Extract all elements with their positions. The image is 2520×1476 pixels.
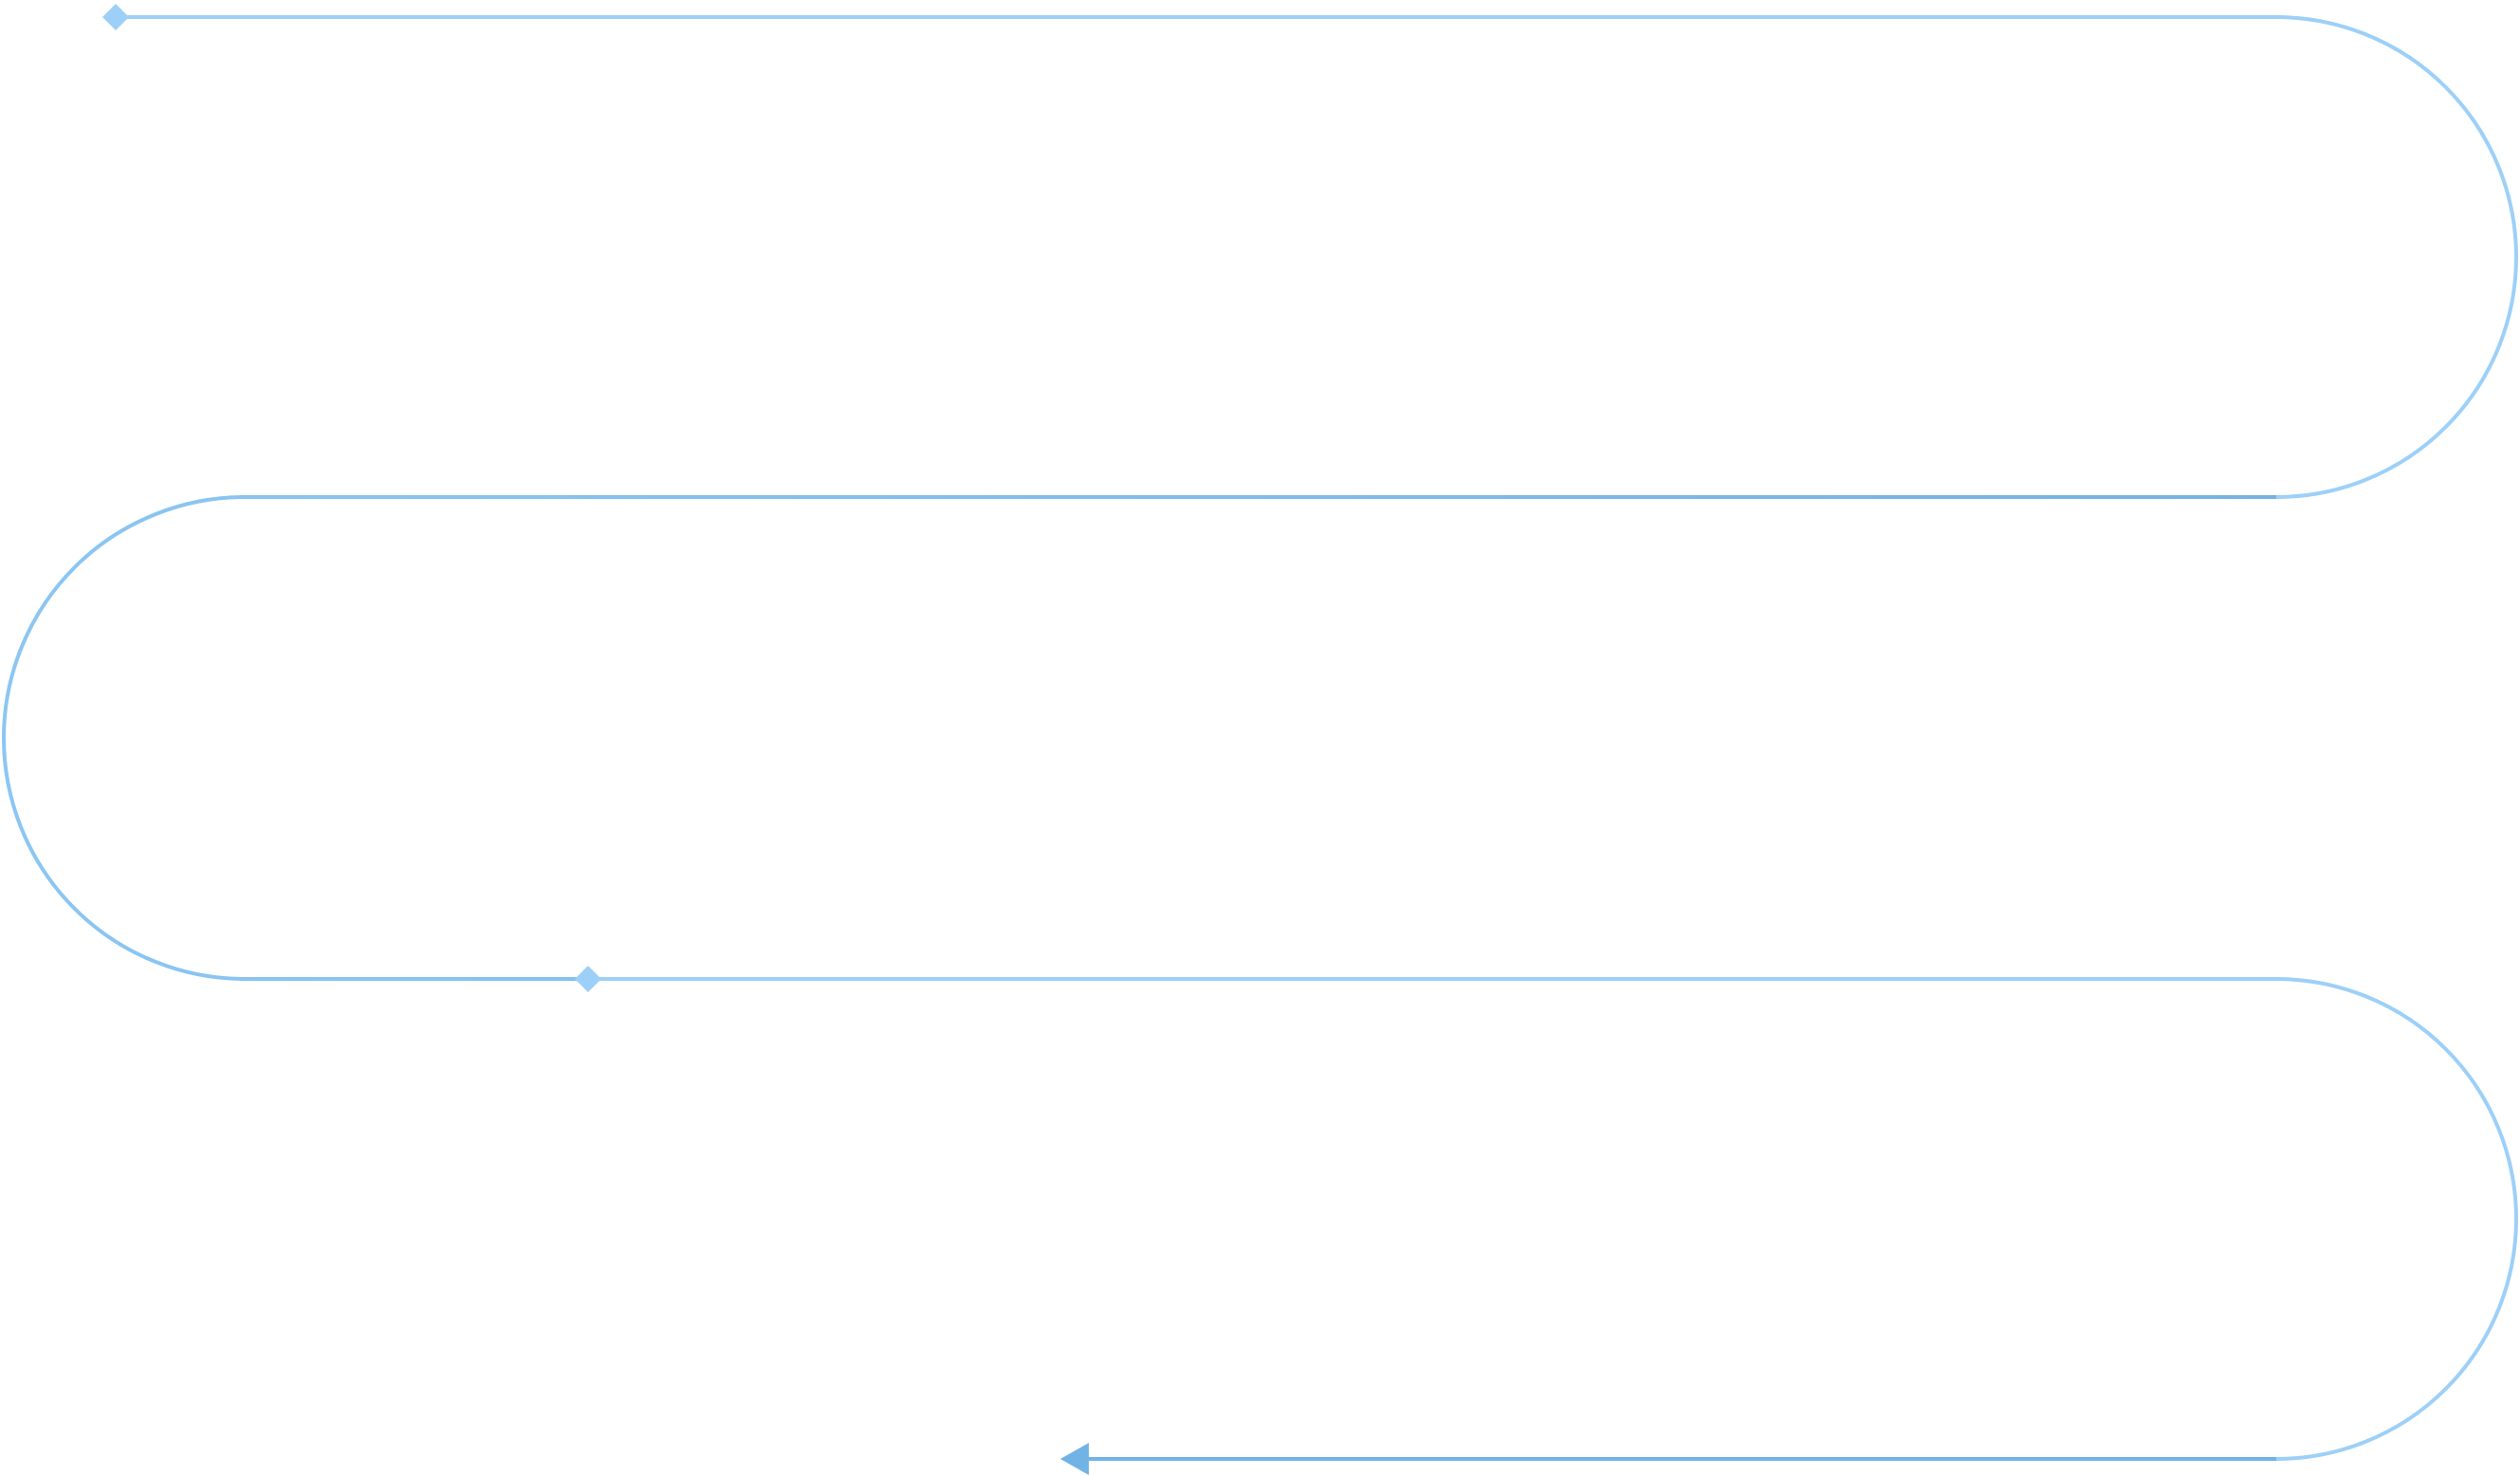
- end-arrowhead-icon: [1060, 1443, 1089, 1475]
- start-diamond-icon: [102, 4, 129, 30]
- path-segment-3: [598, 977, 2518, 1461]
- path-segment-2: [2, 495, 2276, 981]
- middle-diamond-icon: [575, 966, 601, 992]
- path-segment-1: [121, 15, 2518, 499]
